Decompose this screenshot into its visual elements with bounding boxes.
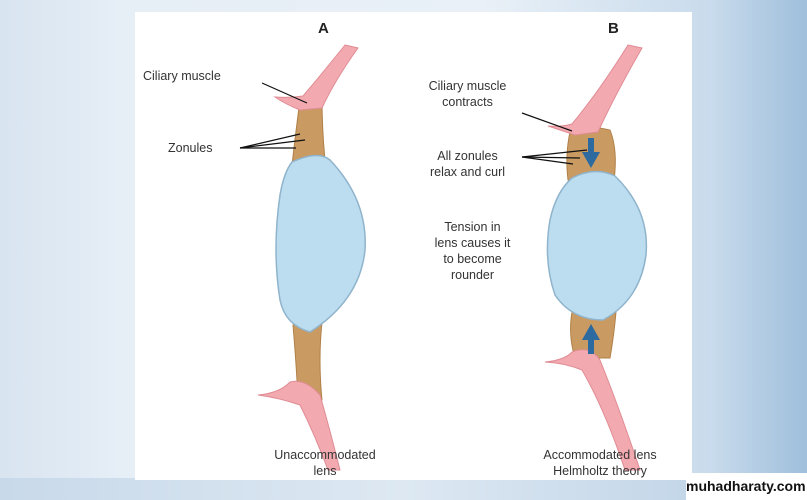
watermark: muhadharaty.com [686,473,807,500]
lower-ciliary-muscle-b [544,349,641,471]
caption-line: Helmholtz theory [553,464,647,478]
label-line: to become [443,252,502,266]
lens-a [275,154,366,333]
label-line: lens causes it [434,236,511,250]
upper-ciliary-muscle-a [273,44,359,111]
lower-ciliary-muscle-a [257,380,341,471]
lens-b [546,170,648,321]
label-line: Tension in [444,220,501,234]
panel-b-illustration [521,44,648,471]
zonule-leader-a2 [239,139,306,149]
zonule-leader-b2 [521,156,581,159]
panel-a-heading: A [318,20,329,37]
ciliary-muscle-label: Ciliary muscle [143,69,221,83]
caption-line: Unaccommodated [274,448,376,462]
accommodated-caption: Accommodated lens Helmholtz theory [525,447,675,479]
tension-label: Tension in lens causes it to become roun… [410,219,535,283]
panel-b-heading: B [608,20,619,37]
label-line: contracts [442,95,493,109]
unaccommodated-caption: Unaccommodated lens [250,447,400,479]
zonule-leader-b3 [521,156,574,165]
zonule-leader-a1 [239,133,301,149]
lower-zonules-a [292,321,323,401]
ciliary-contracts-label: Ciliary muscle contracts [400,78,535,110]
ciliary-leader-a [261,82,308,104]
label-line: relax and curl [429,165,506,179]
ciliary-leader-b [521,112,573,132]
zonules-label: Zonules [168,141,213,155]
label-line: rounder [450,268,495,282]
panel-a-illustration [239,44,366,471]
caption-line: Accommodated lens [543,448,657,462]
up-arrow-icon [582,324,600,354]
caption-line: lens [313,464,337,478]
label-line: Ciliary muscle [428,79,507,93]
label-line: All zonules [437,149,498,163]
zonule-leader-b1 [521,149,588,158]
upper-ciliary-muscle-b [547,44,643,136]
down-arrow-icon [582,138,600,168]
slide-bottom-band [0,478,807,500]
zonules-relax-label: All zonules relax and curl [405,148,530,180]
